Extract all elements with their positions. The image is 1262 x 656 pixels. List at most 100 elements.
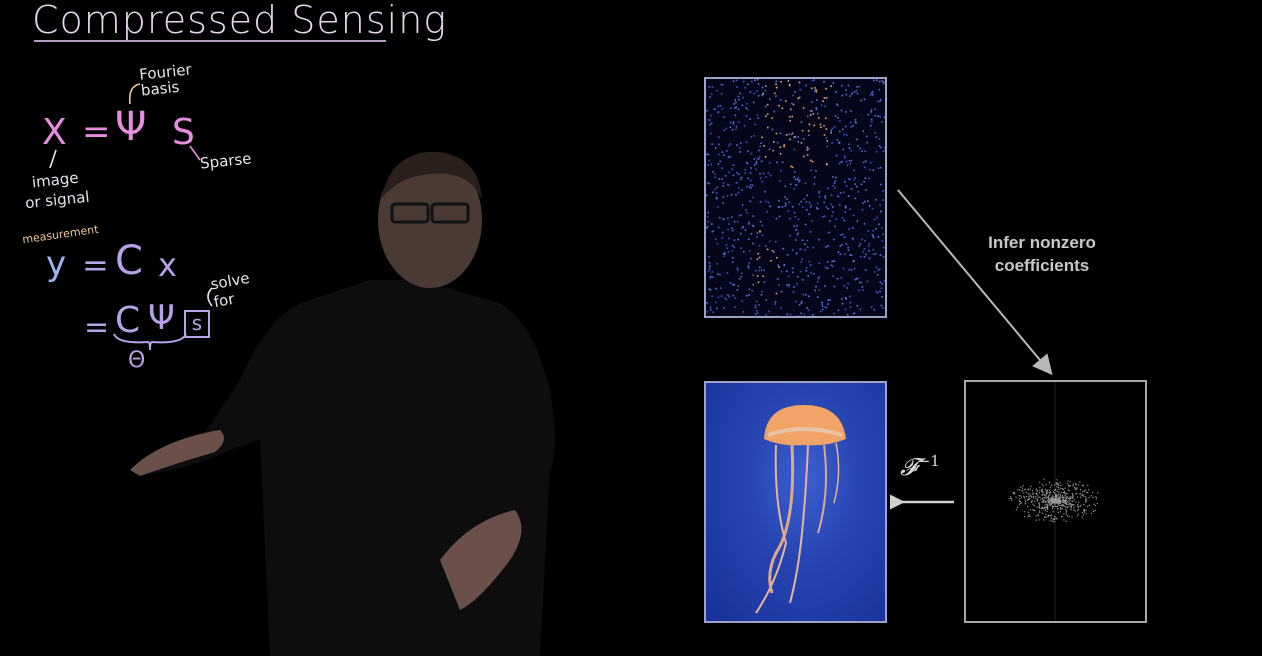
sample-dot [755,168,757,171]
coefficient-dot [1057,501,1060,503]
eq3-psi: Ψ [148,298,175,338]
sample-dot [881,80,883,82]
sample-dot [743,125,746,127]
coefficient-dot [1057,497,1059,500]
coefficient-dot [1061,508,1063,510]
sample-dot [746,103,748,105]
sample-dot [840,161,843,164]
sample-dot [876,274,879,276]
coefficient-dot [1065,497,1067,500]
coefficient-dot [1046,505,1048,507]
sample-dot [719,160,721,163]
coefficient-dot [1025,491,1028,494]
coefficient-dot [1045,497,1047,499]
coefficient-dot [1055,488,1057,490]
sample-dot [851,238,854,241]
sample-dot [723,307,725,309]
sample-dot [707,153,710,156]
coefficient-dot [1057,484,1059,486]
sample-dot [844,308,847,310]
coefficient-dot [1044,500,1047,503]
sample-dot [813,124,815,127]
sample-dot [846,164,849,166]
sample-dot [848,159,851,162]
sample-dot [708,255,710,258]
sample-dot [730,107,732,109]
coefficient-dot [1047,508,1049,510]
coefficient-dot [1049,501,1051,503]
coefficient-dot [1074,486,1076,489]
sample-dot [757,95,760,97]
sample-dot [768,148,771,150]
sample-dot [749,200,752,202]
sample-dot [798,81,801,84]
coefficient-dot [1010,497,1012,500]
sample-dot [759,177,762,179]
coefficient-dot [1059,500,1061,502]
coefficient-dot [1064,499,1066,501]
sample-dot [783,264,786,267]
sample-dot [874,252,877,255]
sample-dot [856,92,859,95]
coefficient-dot [1050,498,1052,500]
sample-dot [707,164,709,166]
sample-dot [858,245,861,247]
sample-dot [708,159,710,162]
sample-dot [838,141,840,144]
coefficient-dot [1075,483,1077,485]
coefficient-dot [1062,501,1064,504]
coefficient-dot [1050,514,1052,517]
coefficient-dot [1084,511,1086,513]
sample-dot [755,162,757,165]
coefficient-dot [1073,507,1075,509]
sample-dot [708,119,711,122]
sample-dot [787,80,790,82]
coefficient-dot [1065,513,1067,515]
coefficient-dot [1020,502,1023,504]
coefficient-dot [1028,514,1030,516]
sample-dot [779,153,782,155]
sample-dot [870,109,873,111]
sample-dot [825,137,827,139]
sample-dot [715,196,718,199]
coefficient-dot [1054,505,1056,507]
coefficient-dot [1043,497,1046,499]
sample-dot [793,176,796,178]
coefficient-dot [1033,495,1035,498]
fourier-symbol: 𝓕 [900,453,918,481]
sample-dot [724,297,726,299]
sample-dot [792,291,795,293]
sample-dot [767,172,770,174]
coefficient-dot [1067,497,1070,499]
sample-dot [761,290,763,293]
coefficient-dot [1070,498,1072,500]
sample-dot [808,260,811,263]
coefficient-dot [1076,509,1078,511]
sample-dot [811,79,814,82]
coefficient-dot [1074,488,1076,490]
coefficient-dot [1047,499,1049,501]
sample-dot [783,145,785,148]
sample-dot [789,218,791,220]
coefficient-dot [1052,505,1054,507]
sample-dot [771,249,774,252]
sample-dot [711,271,714,273]
sample-dot [844,253,846,256]
sample-dot [853,312,856,314]
coefficient-dot [1085,499,1087,501]
coefficient-dot [1028,499,1030,501]
coefficient-dot [1054,484,1056,486]
sample-dot [778,199,780,202]
sample-dot [746,163,749,165]
reconstructed-jellyfish-panel [704,381,887,623]
coefficient-dot [1032,493,1034,495]
sample-dot [845,296,847,299]
coefficient-dot [1059,502,1062,504]
coefficient-dot [1094,509,1096,511]
sample-dot [870,161,872,164]
sample-dot [863,248,866,250]
sample-dot [879,254,882,256]
coefficient-dot [1057,483,1059,485]
sample-dot [813,176,816,179]
sample-dot [756,258,759,260]
